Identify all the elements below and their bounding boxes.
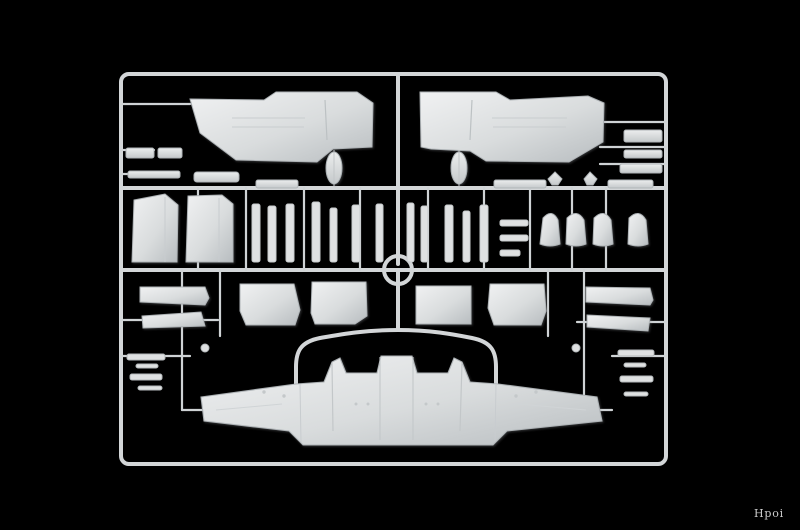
small-lower-parts	[126, 343, 655, 397]
left-vertical-fins	[131, 193, 234, 263]
lower-wing-main-part	[200, 355, 603, 446]
small-upper-parts	[125, 129, 663, 189]
upper-left-tailplane	[189, 91, 374, 186]
upper-right-tailplane	[419, 91, 605, 186]
right-middle-panels	[415, 283, 654, 332]
left-middle-panels	[139, 281, 368, 329]
engine-nacelle-parts	[539, 213, 649, 247]
hpoi-watermark: Hpoi	[754, 507, 784, 520]
middle-part-ladders	[251, 201, 529, 263]
sprue-frame	[119, 72, 668, 466]
